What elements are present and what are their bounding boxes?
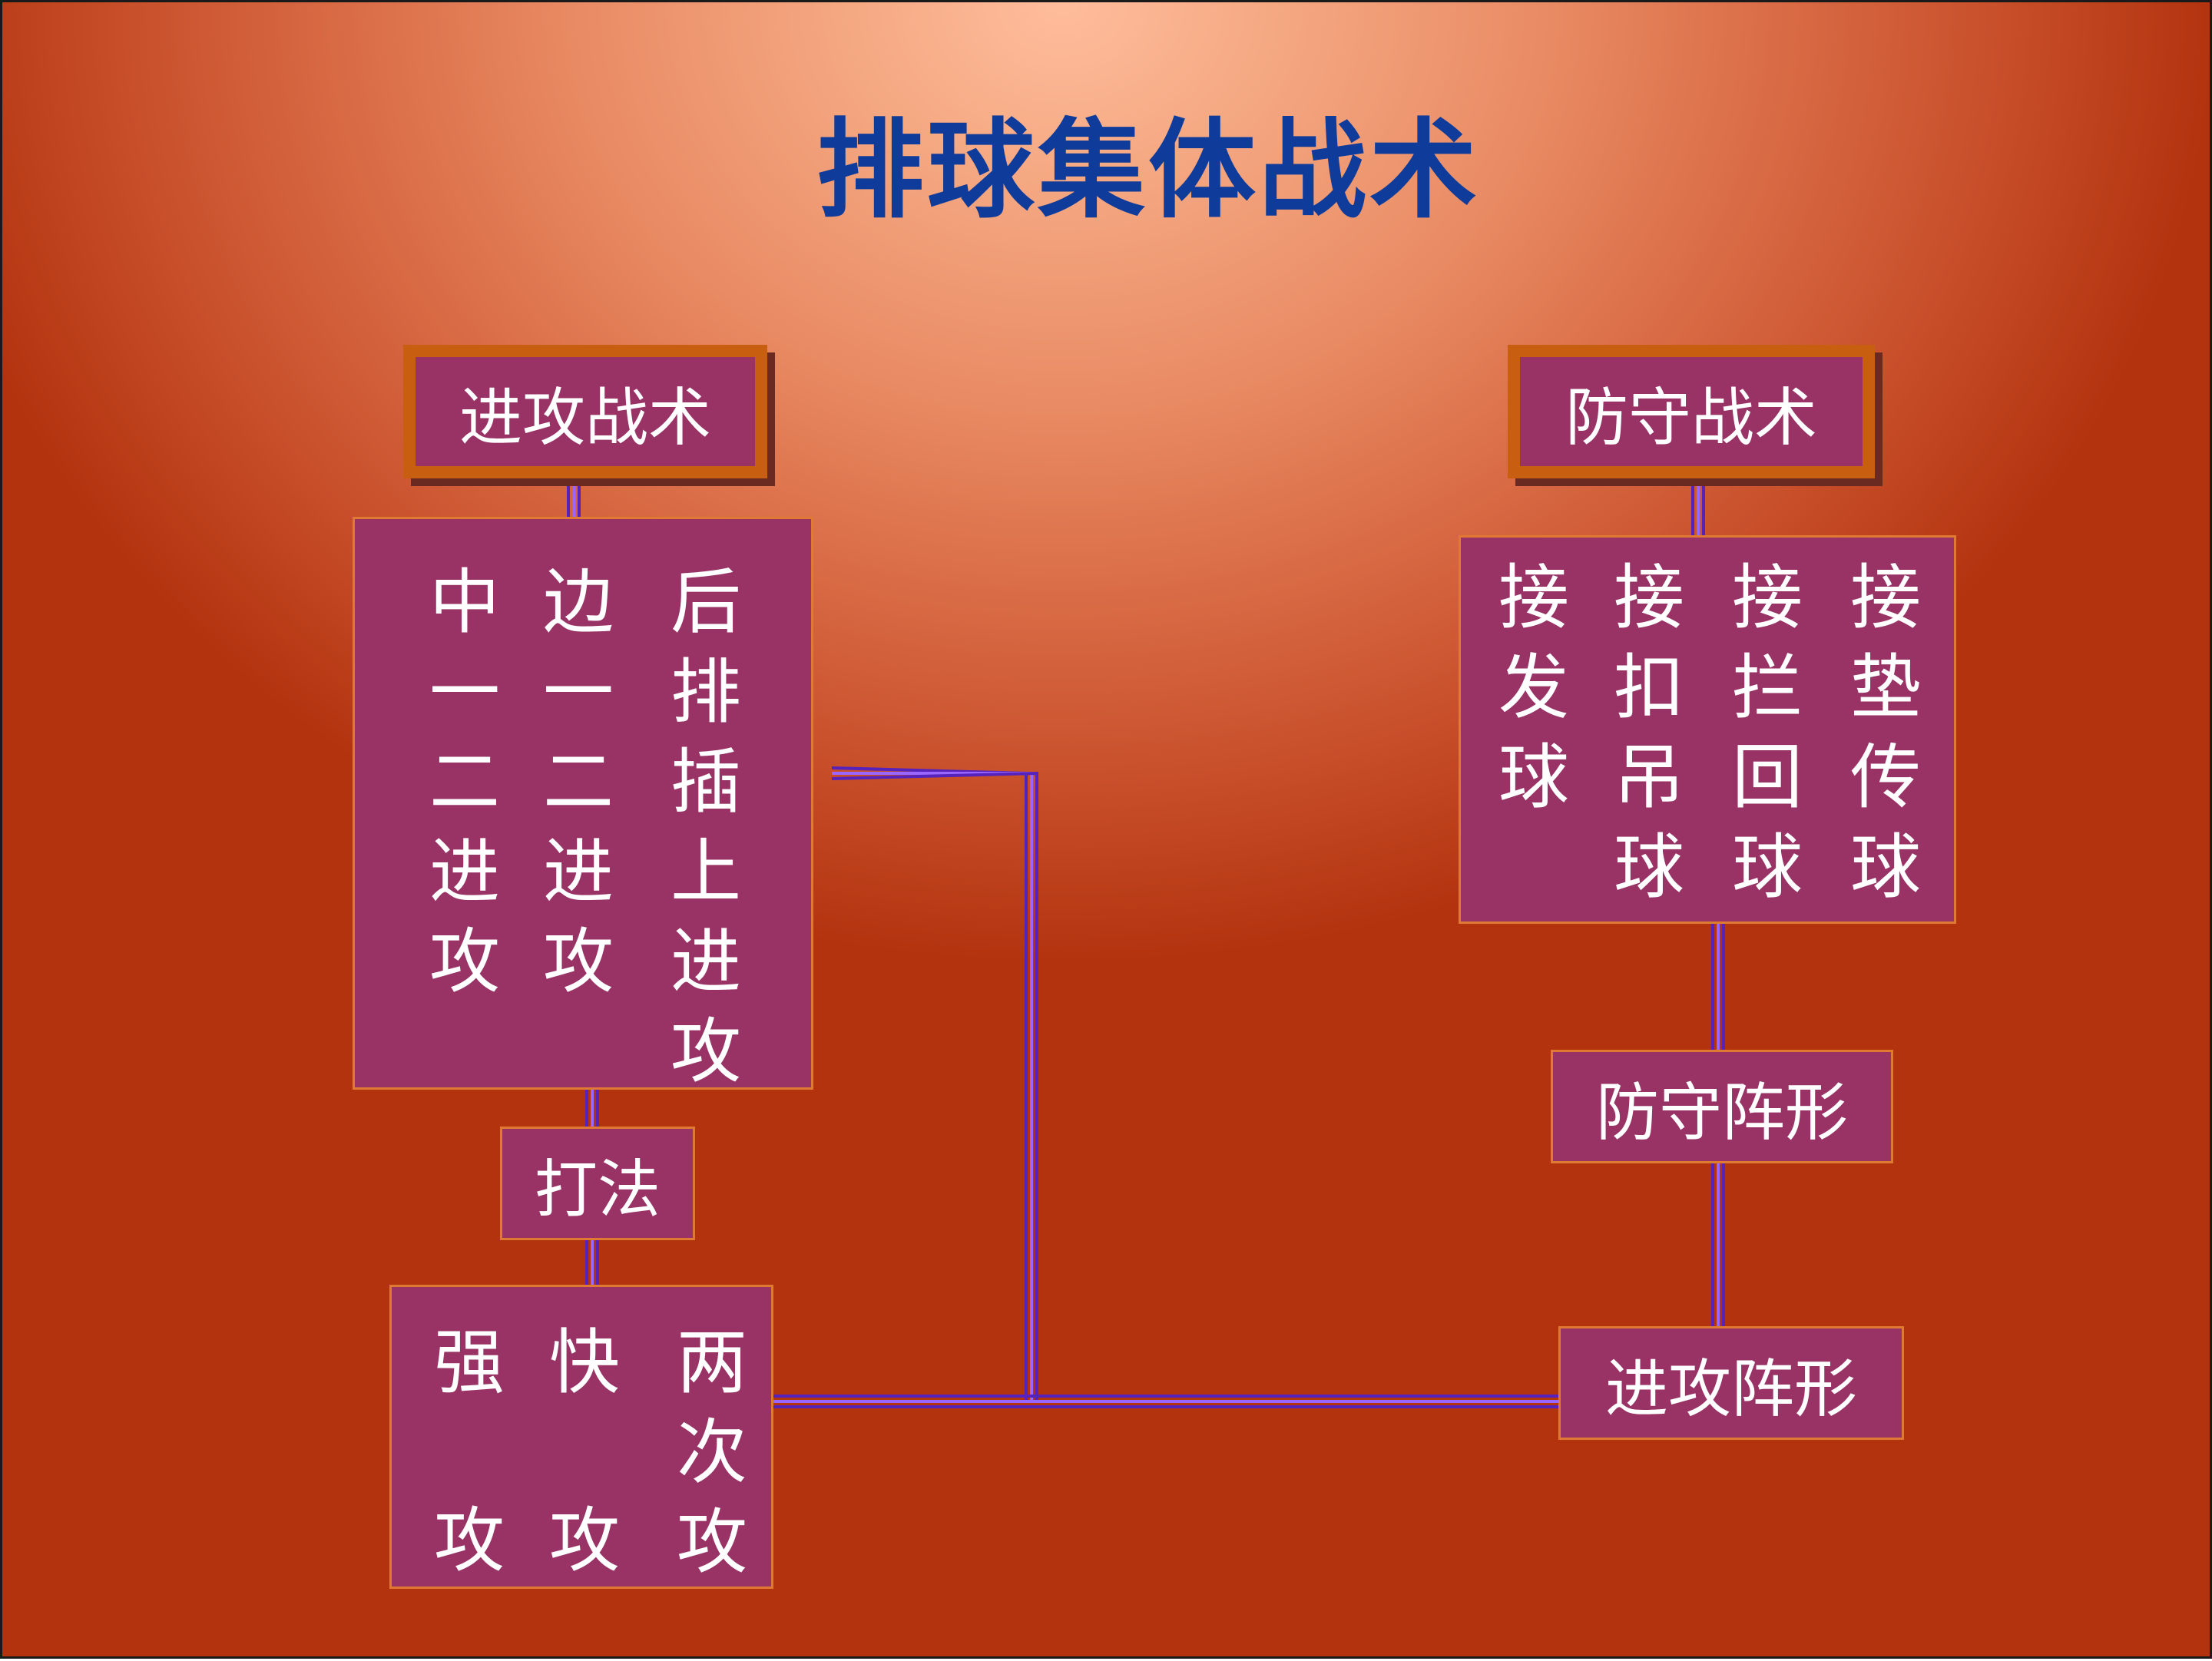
page-title: 排球集体战术 [816,108,1481,233]
defense-formation-label: 防守阵形 [1595,1076,1848,1150]
defense-tactics-label: 防守战术 [1565,381,1817,455]
play-style-strong-bottom: 攻 [433,1500,505,1582]
defense-tactics-box: 接发球 接扣吊球 接拦回球 接垫传球 [1459,535,1956,924]
play-style-fast-bottom: 攻 [548,1500,620,1582]
attack-item-side: 边一二进攻 [542,561,614,1003]
play-style-two-attack: 两次攻 [676,1322,747,1583]
attack-formation-box: 进攻阵形 [1558,1326,1904,1440]
play-style-strong: 强 [433,1322,505,1404]
play-style-box: 打法 [500,1127,695,1240]
attack-item-middle: 中一二进攻 [429,561,500,1003]
connector-line-3-0 [831,766,1028,1401]
defense-item-serve-receive: 接发球 [1498,557,1569,819]
play-style-fast: 快 [548,1322,620,1404]
play-styles-box: 强 攻 快 攻 两次攻 [389,1285,773,1589]
attack-tactics-label: 进攻战术 [459,381,711,455]
defense-item-cover: 接垫传球 [1849,557,1921,908]
attack-item-back-row: 后排插上进攻 [670,561,741,1093]
connector-line-3-2 [831,771,1038,1401]
play-style-label: 打法 [534,1153,661,1226]
attack-formation-label: 进攻阵形 [1604,1352,1857,1426]
defense-formation-box: 防守阵形 [1551,1050,1893,1163]
defense-item-spike-receive: 接扣吊球 [1613,557,1684,908]
attack-tactics-header: 进攻战术 [403,345,767,478]
defense-item-block-rebound: 接拦回球 [1731,557,1803,908]
defense-tactics-header: 防守战术 [1508,345,1875,478]
attack-tactics-box: 中一二进攻 边一二进攻 后排插上进攻 [353,517,813,1093]
connector-line-3-1 [832,772,1033,1401]
